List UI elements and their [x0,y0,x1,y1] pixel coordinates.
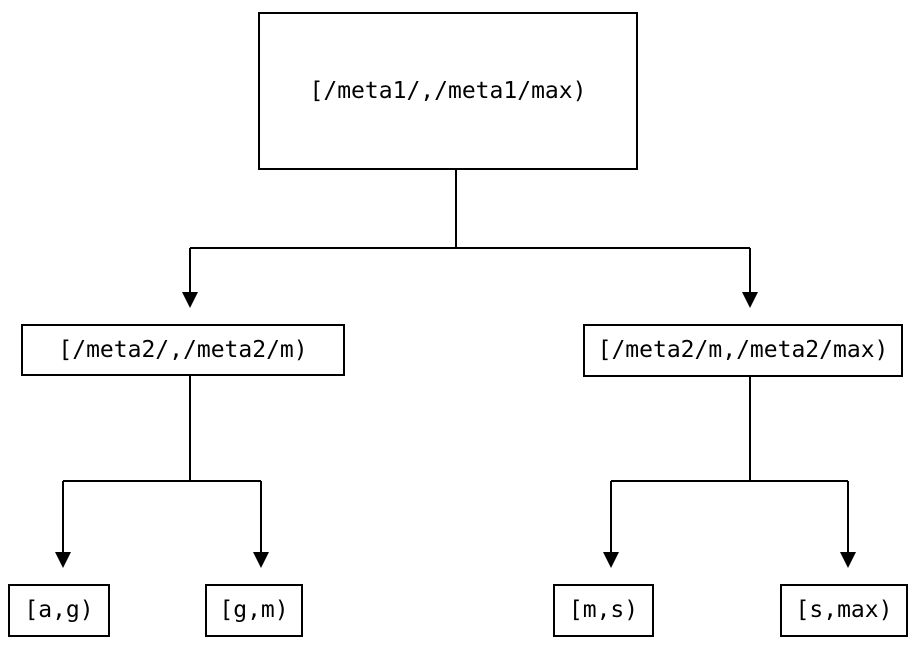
arrowhead-down-icon [742,292,758,308]
arrowhead-down-icon [182,292,198,308]
connector-path [62,170,849,552]
node-child-right: [/meta2/m,/meta2/max) [583,324,903,377]
node-leaf-m-s: [m,s) [553,584,654,637]
arrowhead-down-icon [603,552,619,568]
node-leaf-s-max: [s,max) [780,584,908,637]
arrowhead-down-icon [253,552,269,568]
node-leaf-g-m: [g,m) [205,584,303,637]
arrowhead-down-icon [840,552,856,568]
node-child-left: [/meta2/,/meta2/m) [21,324,345,376]
node-leaf-a-g: [a,g) [8,584,110,637]
arrowhead-down-icon [55,552,71,568]
node-root: [/meta1/,/meta1/max) [258,12,638,170]
